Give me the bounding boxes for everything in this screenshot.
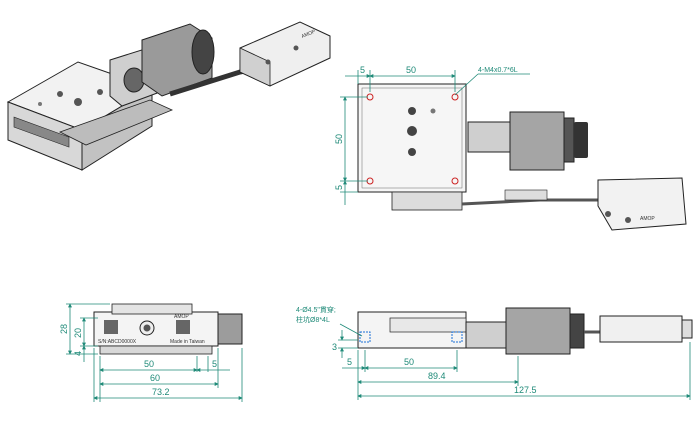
side-view-motor bbox=[505, 307, 571, 355]
coupler-hole bbox=[123, 67, 145, 93]
motor-end-cap bbox=[191, 29, 215, 75]
top-hole-note: 4-M4x0.7*6L bbox=[478, 67, 518, 74]
front-view-motor-side bbox=[217, 313, 243, 345]
connector-screw bbox=[265, 59, 271, 65]
side-hole-note-line2: 柱坑Ø8*4L bbox=[296, 315, 330, 324]
top-view: AMOP 5 50 4-M4x0.7*6L 50 5 bbox=[334, 65, 687, 231]
top-hole bbox=[57, 91, 63, 97]
side-view-connector bbox=[599, 315, 683, 343]
side-dim-height-small: 3 bbox=[332, 342, 337, 352]
front-dim-width-total: 73.2 bbox=[152, 387, 170, 397]
top-hole bbox=[97, 89, 103, 95]
top-dim-left-offset: 5 bbox=[360, 65, 365, 75]
side-view: 4-Ø4.5"貫穿; 柱坑Ø8*4L 3 5 50 89.4 127.5 bbox=[296, 305, 693, 400]
front-view: AMOP S/N:ABCD0000X Made in Taiwan 28 20 … bbox=[59, 303, 243, 402]
top-view-connector-screw bbox=[625, 217, 631, 223]
connector-face bbox=[239, 47, 271, 87]
side-view-counterbore-right bbox=[451, 331, 463, 343]
top-view-connector bbox=[597, 177, 687, 231]
mounting-hole-br bbox=[451, 177, 459, 185]
top-view-plate bbox=[357, 83, 467, 193]
center-hole bbox=[407, 126, 417, 136]
top-dim-bottom-offset: 5 bbox=[334, 185, 344, 190]
front-slot bbox=[13, 116, 70, 148]
top-dim-height: 50 bbox=[334, 134, 344, 144]
side-dim-width: 50 bbox=[404, 357, 414, 367]
front-dim-height-base: 4 bbox=[73, 351, 83, 356]
front-view-screw-hole-inner bbox=[143, 324, 151, 332]
top-view-motor-cap bbox=[563, 117, 575, 163]
top-view-base bbox=[391, 191, 463, 211]
top-dim-width: 50 bbox=[406, 65, 416, 75]
front-view-brand: AMOP bbox=[174, 314, 189, 320]
top-view-coupler bbox=[467, 121, 511, 153]
top-hole bbox=[74, 98, 82, 106]
front-view-serial: S/N:ABCD0000X bbox=[98, 339, 137, 345]
side-hole-note-line1: 4-Ø4.5"貫穿; bbox=[296, 305, 336, 314]
top-view-motor bbox=[509, 111, 565, 171]
side-view-connector-end bbox=[681, 319, 693, 339]
side-hole bbox=[430, 108, 436, 114]
side-view-coupler bbox=[465, 321, 507, 349]
mounting-hole-tr bbox=[451, 93, 459, 101]
center-hole bbox=[408, 107, 416, 115]
front-view-base bbox=[99, 345, 213, 355]
front-dim-width-body: 60 bbox=[150, 373, 160, 383]
side-view-top-plate bbox=[389, 317, 467, 333]
front-dim-width-inner: 50 bbox=[144, 359, 154, 369]
top-hole bbox=[38, 102, 42, 106]
isometric-view: AMOP bbox=[6, 21, 331, 171]
top-view-inner-plate bbox=[361, 87, 463, 189]
top-view-cable-box bbox=[504, 189, 548, 201]
center-hole bbox=[408, 148, 416, 156]
front-dim-height-mid: 20 bbox=[73, 328, 83, 338]
top-view-connector-brand: AMOP bbox=[640, 216, 655, 222]
front-view-left-block bbox=[104, 320, 118, 334]
connector-screw bbox=[293, 45, 299, 51]
connector-brand-label: AMOP bbox=[301, 29, 318, 40]
front-view-top-plate bbox=[111, 303, 193, 315]
front-view-right-block bbox=[176, 320, 190, 334]
side-dim-length-body: 89.4 bbox=[428, 371, 446, 381]
side-view-counterbore-left bbox=[359, 331, 371, 343]
front-view-origin: Made in Taiwan bbox=[170, 339, 205, 345]
top-view-connector-screw bbox=[605, 211, 611, 217]
side-dim-length-total: 127.5 bbox=[514, 385, 537, 395]
top-view-knob bbox=[574, 122, 588, 158]
front-dim-height-total: 28 bbox=[59, 324, 69, 334]
base-rail bbox=[58, 99, 174, 146]
front-dim-width-right: 5 bbox=[212, 359, 217, 369]
side-view-motor-cap bbox=[569, 313, 585, 349]
side-dim-left-offset: 5 bbox=[347, 357, 352, 367]
top-view-cable bbox=[461, 198, 600, 206]
